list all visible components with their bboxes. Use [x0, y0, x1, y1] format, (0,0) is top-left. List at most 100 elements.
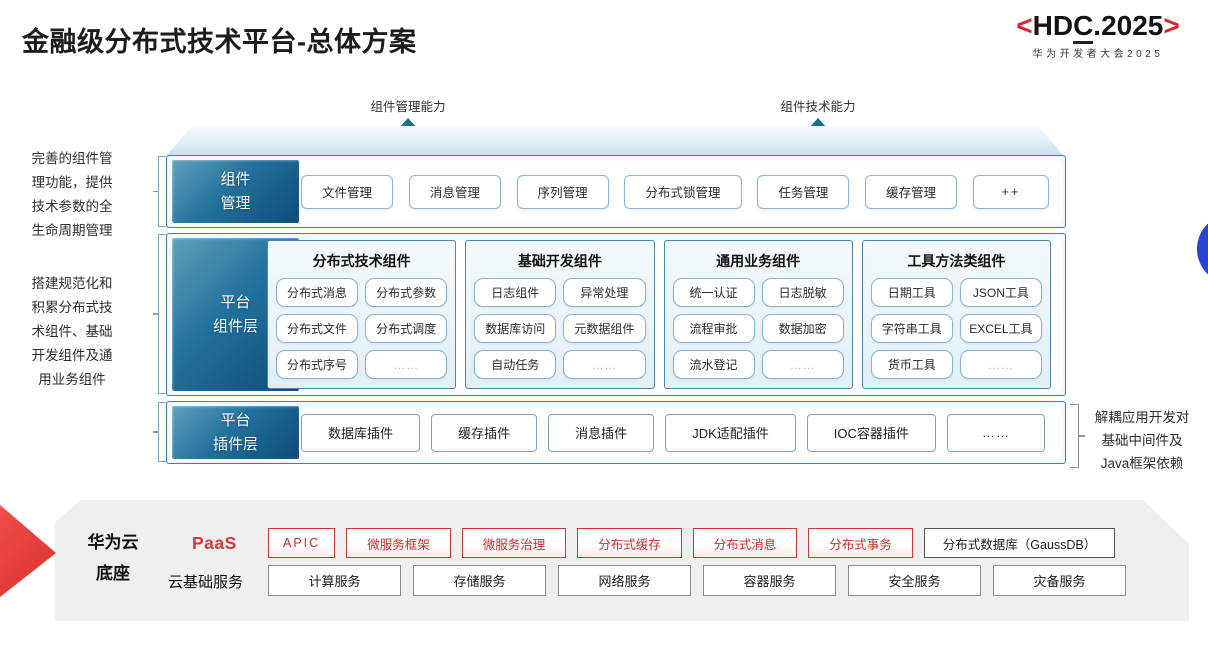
item-metadata: 元数据组件: [563, 314, 646, 343]
component-management-items: 文件管理 消息管理 序列管理 分布式锁管理 任务管理 缓存管理 ++: [301, 156, 1049, 227]
note-decouple: 解耦应用开发对基础中间件及Java框架依赖: [1094, 410, 1190, 472]
item-distributed-schedule: 分布式调度: [365, 314, 448, 343]
capability-tech-label: 组件技术能力: [780, 100, 856, 114]
mgmt-item-lock: 分布式锁管理: [624, 174, 742, 209]
plugin-items: 数据库插件 缓存插件 消息插件 JDK适配插件 IOC容器插件 ……: [301, 402, 1045, 463]
capability-mgmt-label: 组件管理能力: [370, 100, 446, 114]
paas-distributed-message: 分布式消息: [692, 528, 798, 558]
paas-gaussdb: 分布式数据库（GaussDB）: [923, 528, 1116, 558]
row-label-line: 平台: [220, 293, 251, 311]
paas-label: PaaS: [192, 533, 237, 553]
red-chevron-icon: [0, 505, 56, 597]
page-title: 金融级分布式技术平台-总体方案: [22, 27, 417, 57]
left-angle-bracket-icon: <: [1016, 10, 1033, 41]
row-label-component-management: 组件 管理: [172, 160, 299, 223]
item-distributed-file: 分布式文件: [276, 314, 359, 343]
left-bracket-icon: [153, 234, 166, 394]
item-ellipsis: ……: [365, 350, 448, 379]
row-label-line: 平台: [220, 411, 251, 429]
group-grid: 统一认证 日志脱敏 流程审批 数据加密 流水登记 ……: [665, 278, 852, 388]
item-log-masking: 日志脱敏: [761, 278, 844, 307]
mgmt-item-message: 消息管理: [408, 174, 501, 209]
group-basic-dev: 基础开发组件 日志组件 异常处理 数据库访问 元数据组件 自动任务 ……: [465, 240, 655, 389]
item-excel-tool: EXCEL工具: [959, 314, 1042, 343]
cloud-network: 网络服务: [558, 565, 691, 596]
group-grid: 日期工具 JSON工具 字符串工具 EXCEL工具 货币工具 ……: [863, 278, 1050, 388]
hdc-logo-subtitle: 华为开发者大会2025: [1032, 49, 1164, 60]
cloud-disaster-recovery: 灾备服务: [993, 565, 1126, 596]
group-title: 基础开发组件: [517, 253, 602, 269]
mgmt-item-cache: 缓存管理: [865, 174, 958, 209]
huawei-cloud-foundation-slab: [55, 500, 1189, 621]
mgmt-item-task: 任务管理: [757, 174, 850, 209]
group-tool-methods: 工具方法类组件 日期工具 JSON工具 字符串工具 EXCEL工具 货币工具 ……: [861, 240, 1051, 389]
diagram-top-face: [166, 126, 1064, 156]
plugin-jdk: JDK适配插件: [665, 413, 796, 452]
group-title: 分布式技术组件: [312, 253, 411, 269]
paas-items: APIC 微服务框架 微服务治理 分布式缓存 分布式消息 分布式事务 分布式数据…: [268, 528, 1116, 558]
row-component-management: 组件 管理 文件管理 消息管理 序列管理 分布式锁管理 任务管理 缓存管理 ++: [166, 155, 1066, 228]
plugin-cache: 缓存插件: [431, 413, 538, 452]
paas-microservice-governance: 微服务治理: [461, 528, 567, 558]
item-ellipsis: ……: [563, 350, 646, 379]
mgmt-item-sequence: 序列管理: [516, 174, 609, 209]
cloud-storage: 存储服务: [413, 565, 546, 596]
item-json-tool: JSON工具: [959, 278, 1042, 307]
plugin-database: 数据库插件: [301, 413, 421, 452]
item-distributed-serial: 分布式序号: [276, 350, 359, 379]
item-unified-auth: 统一认证: [672, 278, 755, 307]
hdc-text-year: .2025: [1093, 10, 1164, 41]
item-distributed-message: 分布式消息: [276, 278, 359, 307]
hdc-logo: <HDC.2025> 华为开发者大会2025: [994, 10, 1202, 60]
item-auto-task: 自动任务: [474, 350, 557, 379]
item-date-tool: 日期工具: [870, 278, 953, 307]
group-title: 工具方法类组件: [907, 253, 1006, 269]
group-common-business: 通用业务组件 统一认证 日志脱敏 流程审批 数据加密 流水登记 ……: [663, 240, 853, 389]
row-label-line: 管理: [220, 194, 251, 212]
right-angle-bracket-icon: >: [1163, 10, 1180, 41]
item-exception: 异常处理: [563, 278, 646, 307]
foundation-label: 华为云 底座: [78, 527, 148, 590]
paas-distributed-cache: 分布式缓存: [577, 528, 682, 558]
item-ellipsis: ……: [761, 350, 844, 379]
item-db-access: 数据库访问: [474, 314, 557, 343]
left-bracket-icon: [153, 402, 166, 462]
mgmt-item-plus: ++: [972, 174, 1049, 209]
item-ellipsis: ……: [959, 350, 1042, 379]
group-grid: 日志组件 异常处理 数据库访问 元数据组件 自动任务 ……: [466, 278, 653, 388]
note-platform-components: 搭建规范化和积累分布式技术组件、基础开发组件及通用业务组件: [31, 276, 113, 388]
row-label-line: 组件: [220, 170, 251, 188]
group-distributed-tech: 分布式技术组件 分布式消息 分布式参数 分布式文件 分布式调度 分布式序号 ……: [267, 240, 457, 389]
paas-distributed-transaction: 分布式事务: [808, 528, 913, 558]
note-component-management: 完善的组件管理功能，提供技术参数的全生命周期管理: [31, 151, 113, 239]
paas-microservice-framework: 微服务框架: [346, 528, 451, 558]
cloud-container: 容器服务: [703, 565, 836, 596]
paas-apic: APIC: [268, 528, 336, 558]
row-platform-components: 平台 组件层 分布式技术组件 分布式消息 分布式参数 分布式文件 分布式调度 分…: [166, 233, 1066, 396]
row-label-line: 组件层: [212, 317, 258, 335]
item-log: 日志组件: [474, 278, 557, 307]
hdc-logo-wordmark: <HDC.2025>: [994, 10, 1202, 44]
cloud-compute: 计算服务: [268, 565, 401, 596]
row-label-platform-plugins: 平台 插件层: [172, 406, 299, 459]
item-distributed-param: 分布式参数: [365, 278, 448, 307]
item-journal: 流水登记: [672, 350, 755, 379]
row-label-line: 插件层: [212, 435, 258, 453]
foundation-label-line: 华为云: [87, 533, 139, 552]
plugin-ioc: IOC容器插件: [806, 413, 936, 452]
foundation-label-line: 底座: [96, 564, 130, 584]
blue-circle-decoration: [1197, 214, 1208, 284]
plugin-message: 消息插件: [548, 413, 655, 452]
left-bracket-icon: [153, 156, 166, 227]
mgmt-item-file: 文件管理: [301, 174, 394, 209]
cloud-service-items: 计算服务 存储服务 网络服务 容器服务 安全服务 灾备服务: [268, 565, 1126, 596]
plugin-ellipsis: ……: [946, 413, 1045, 452]
item-string-tool: 字符串工具: [870, 314, 953, 343]
cloud-services-label: 云基础服务: [168, 574, 244, 591]
row-platform-plugins: 平台 插件层 数据库插件 缓存插件 消息插件 JDK适配插件 IOC容器插件 ……: [166, 401, 1066, 464]
component-groups: 分布式技术组件 分布式消息 分布式参数 分布式文件 分布式调度 分布式序号 ………: [267, 240, 1051, 389]
item-workflow: 流程审批: [672, 314, 755, 343]
cloud-security: 安全服务: [848, 565, 981, 596]
group-grid: 分布式消息 分布式参数 分布式文件 分布式调度 分布式序号 ……: [268, 278, 455, 388]
